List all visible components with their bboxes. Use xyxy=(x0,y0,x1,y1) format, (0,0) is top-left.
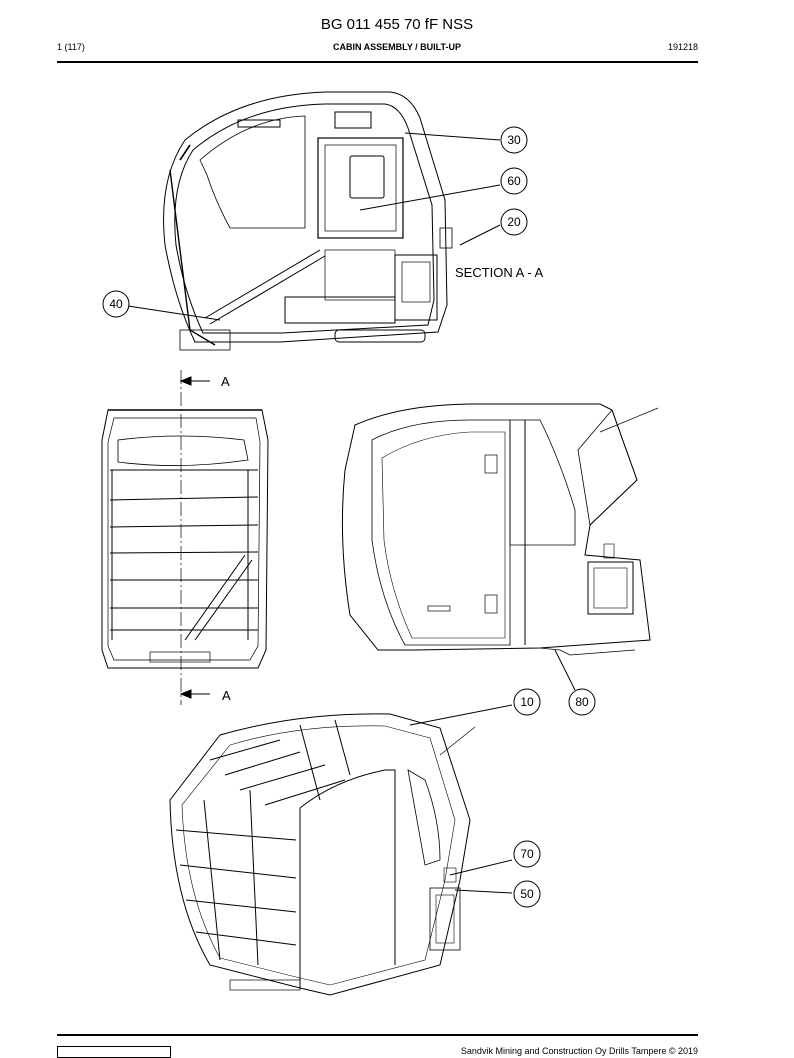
isometric-view xyxy=(169,713,476,996)
callout-60-label: 60 xyxy=(507,174,521,188)
callout-20 xyxy=(500,208,528,236)
callout-80 xyxy=(568,688,596,716)
page-number: 1 (117) xyxy=(57,42,85,52)
top-view xyxy=(101,409,269,669)
header-rule xyxy=(57,61,698,63)
callout-10-label: 10 xyxy=(520,695,534,709)
footer-rule xyxy=(57,1034,698,1036)
section-view xyxy=(163,91,453,351)
callout-40 xyxy=(102,290,130,318)
callout-70-label: 70 xyxy=(520,847,534,861)
callout-70 xyxy=(513,840,541,868)
callout-50-label: 50 xyxy=(520,887,534,901)
callout-80-label: 80 xyxy=(575,695,589,709)
callout-60 xyxy=(500,167,528,195)
company-logo xyxy=(57,1046,171,1058)
cut-label-bottom: A xyxy=(222,688,231,703)
document-subtitle: CABIN ASSEMBLY / BUILT-UP xyxy=(332,42,461,52)
section-label: SECTION A - A xyxy=(455,265,543,280)
callout-30-label: 30 xyxy=(507,133,521,147)
footer-copyright: Sandvik Mining and Construction Oy Drill… xyxy=(460,1046,698,1056)
callout-20-label: 20 xyxy=(507,215,521,229)
callout-50 xyxy=(513,880,541,908)
callout-30 xyxy=(500,126,528,154)
document-date: 191218 xyxy=(667,42,698,52)
callout-40-label: 40 xyxy=(109,297,123,311)
cut-label-top: A xyxy=(221,374,230,389)
page-title: BG 011 455 70 fF NSS xyxy=(320,16,474,33)
side-view xyxy=(341,403,659,656)
callout-10 xyxy=(513,688,541,716)
